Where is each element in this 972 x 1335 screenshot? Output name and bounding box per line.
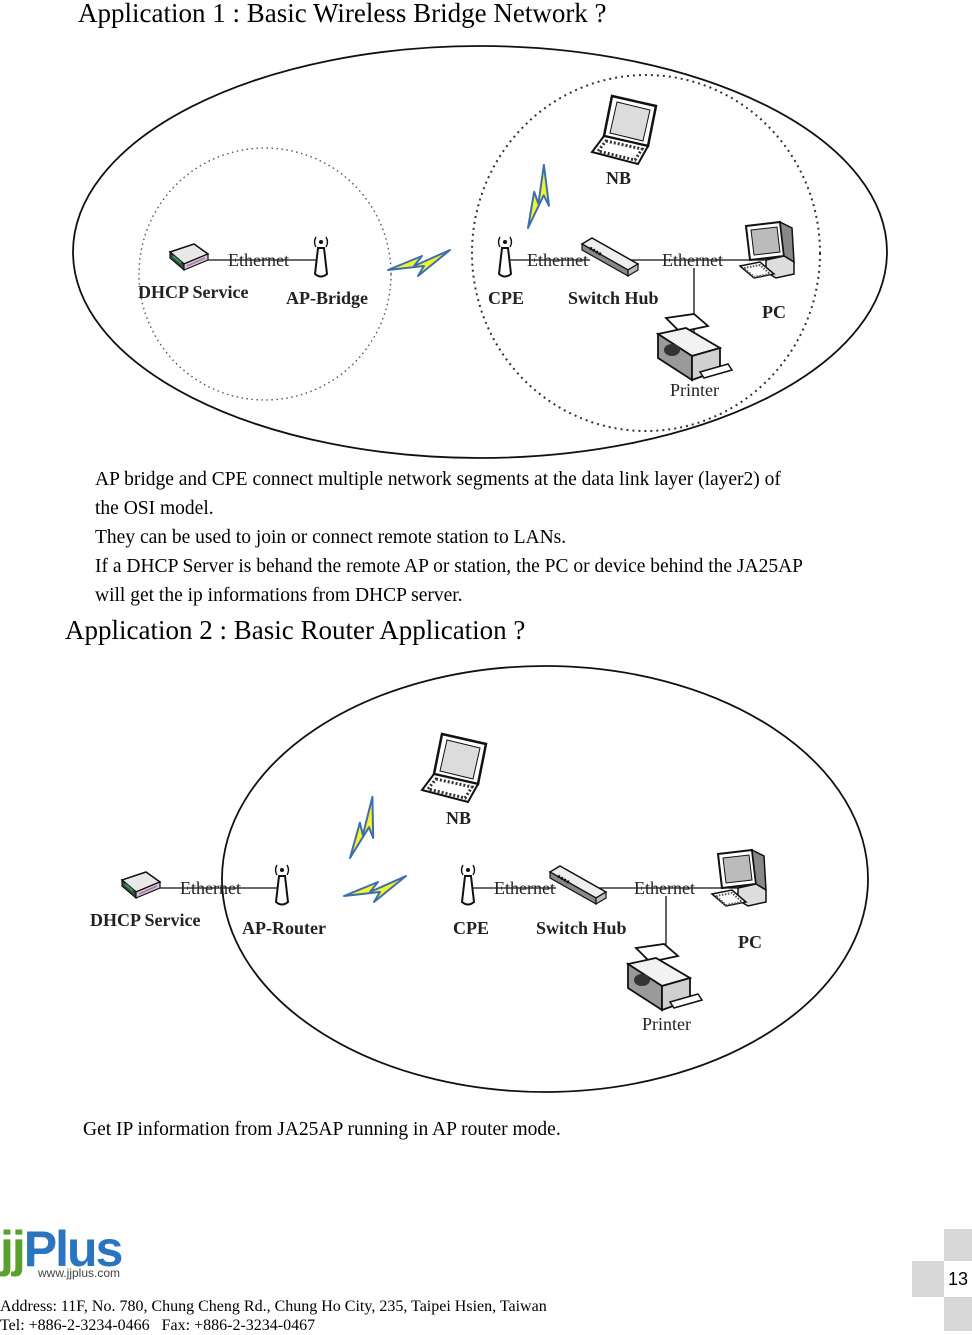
ethernet-label: Ethernet: [180, 878, 241, 898]
antenna-icon: [274, 864, 290, 906]
printer-label: Printer: [642, 1014, 691, 1034]
nb-label: NB: [446, 808, 471, 828]
app2-heading: Application 2 : Basic Router Application…: [65, 615, 526, 645]
dhcp-label: DHCP Service: [90, 910, 200, 930]
logo-url: www.jjplus.com: [38, 1266, 121, 1280]
app1-heading: Application 1 : Basic Wireless Bridge Ne…: [78, 0, 607, 28]
remote-segment-boundary: [138, 147, 392, 401]
network-boundary: [221, 665, 869, 1093]
ethernet-label: Ethernet: [662, 250, 723, 270]
page-number-box: 13: [912, 1229, 972, 1331]
wireless-link-icon: [343, 875, 407, 903]
app1-paragraph: AP bridge and CPE connect multiple netwo…: [95, 465, 803, 610]
printer-icon: [657, 313, 733, 381]
pc-icon: [739, 221, 795, 279]
ethernet-label: Ethernet: [634, 878, 695, 898]
router-icon: [121, 871, 161, 899]
app1-diagram: Ethernet DHCP Service AP-Bridge Ethernet…: [72, 45, 888, 459]
app2-paragraph: Get IP information from JA25AP running i…: [83, 1119, 561, 1140]
printer-label: Printer: [670, 380, 719, 400]
page-number: 13: [944, 1261, 972, 1297]
dhcp-label: DHCP Service: [138, 282, 248, 302]
paragraph-line: will get the ip informations from DHCP s…: [95, 585, 463, 606]
laptop-icon: [420, 732, 488, 804]
nb-label: NB: [606, 168, 631, 188]
wireless-link-icon: [387, 249, 451, 277]
ap-bridge-label: AP-Bridge: [286, 288, 368, 308]
ethernet-label: Ethernet: [527, 250, 588, 270]
pc-label: PC: [762, 302, 786, 322]
app2-diagram: Ethernet DHCP Service AP-Router Ethernet…: [90, 665, 869, 1093]
contact-line: Tel: +886-2-3234-0466 Fax: +886-2-3234-0…: [0, 1317, 316, 1334]
cpe-label: CPE: [488, 288, 524, 308]
outer-network-boundary: [72, 45, 888, 459]
antenna-icon: [497, 236, 513, 278]
antenna-icon: [460, 864, 476, 906]
laptop-icon: [590, 94, 658, 166]
router-icon: [169, 243, 209, 271]
switch-hub-icon: [548, 864, 608, 906]
printer-icon: [627, 943, 703, 1011]
switch-hub-label: Switch Hub: [536, 918, 627, 938]
jjplus-logo: jjPlus www.jjplus.com: [0, 1221, 123, 1280]
footer-address: Address: 11F, No. 780, Chung Cheng Rd., …: [0, 1297, 547, 1335]
wireless-link-icon: [510, 163, 567, 233]
ethernet-label: Ethernet: [228, 250, 289, 270]
switch-hub-label: Switch Hub: [568, 288, 659, 308]
cpe-label: CPE: [453, 918, 489, 938]
address-line: Address: 11F, No. 780, Chung Cheng Rd., …: [0, 1298, 547, 1315]
pc-icon: [711, 849, 767, 907]
paragraph-line: AP bridge and CPE connect multiple netwo…: [95, 469, 781, 490]
ap-router-label: AP-Router: [242, 918, 326, 938]
pc-label: PC: [738, 932, 762, 952]
paragraph-line: the OSI model.: [95, 498, 214, 519]
wireless-link-icon: [333, 795, 394, 863]
switch-hub-icon: [580, 236, 640, 278]
antenna-icon: [313, 236, 329, 278]
local-segment-boundary: [471, 74, 821, 432]
paragraph-line: They can be used to join or connect remo…: [95, 527, 567, 548]
ethernet-label: Ethernet: [494, 878, 555, 898]
paragraph-line: If a DHCP Server is behand the remote AP…: [95, 556, 804, 577]
